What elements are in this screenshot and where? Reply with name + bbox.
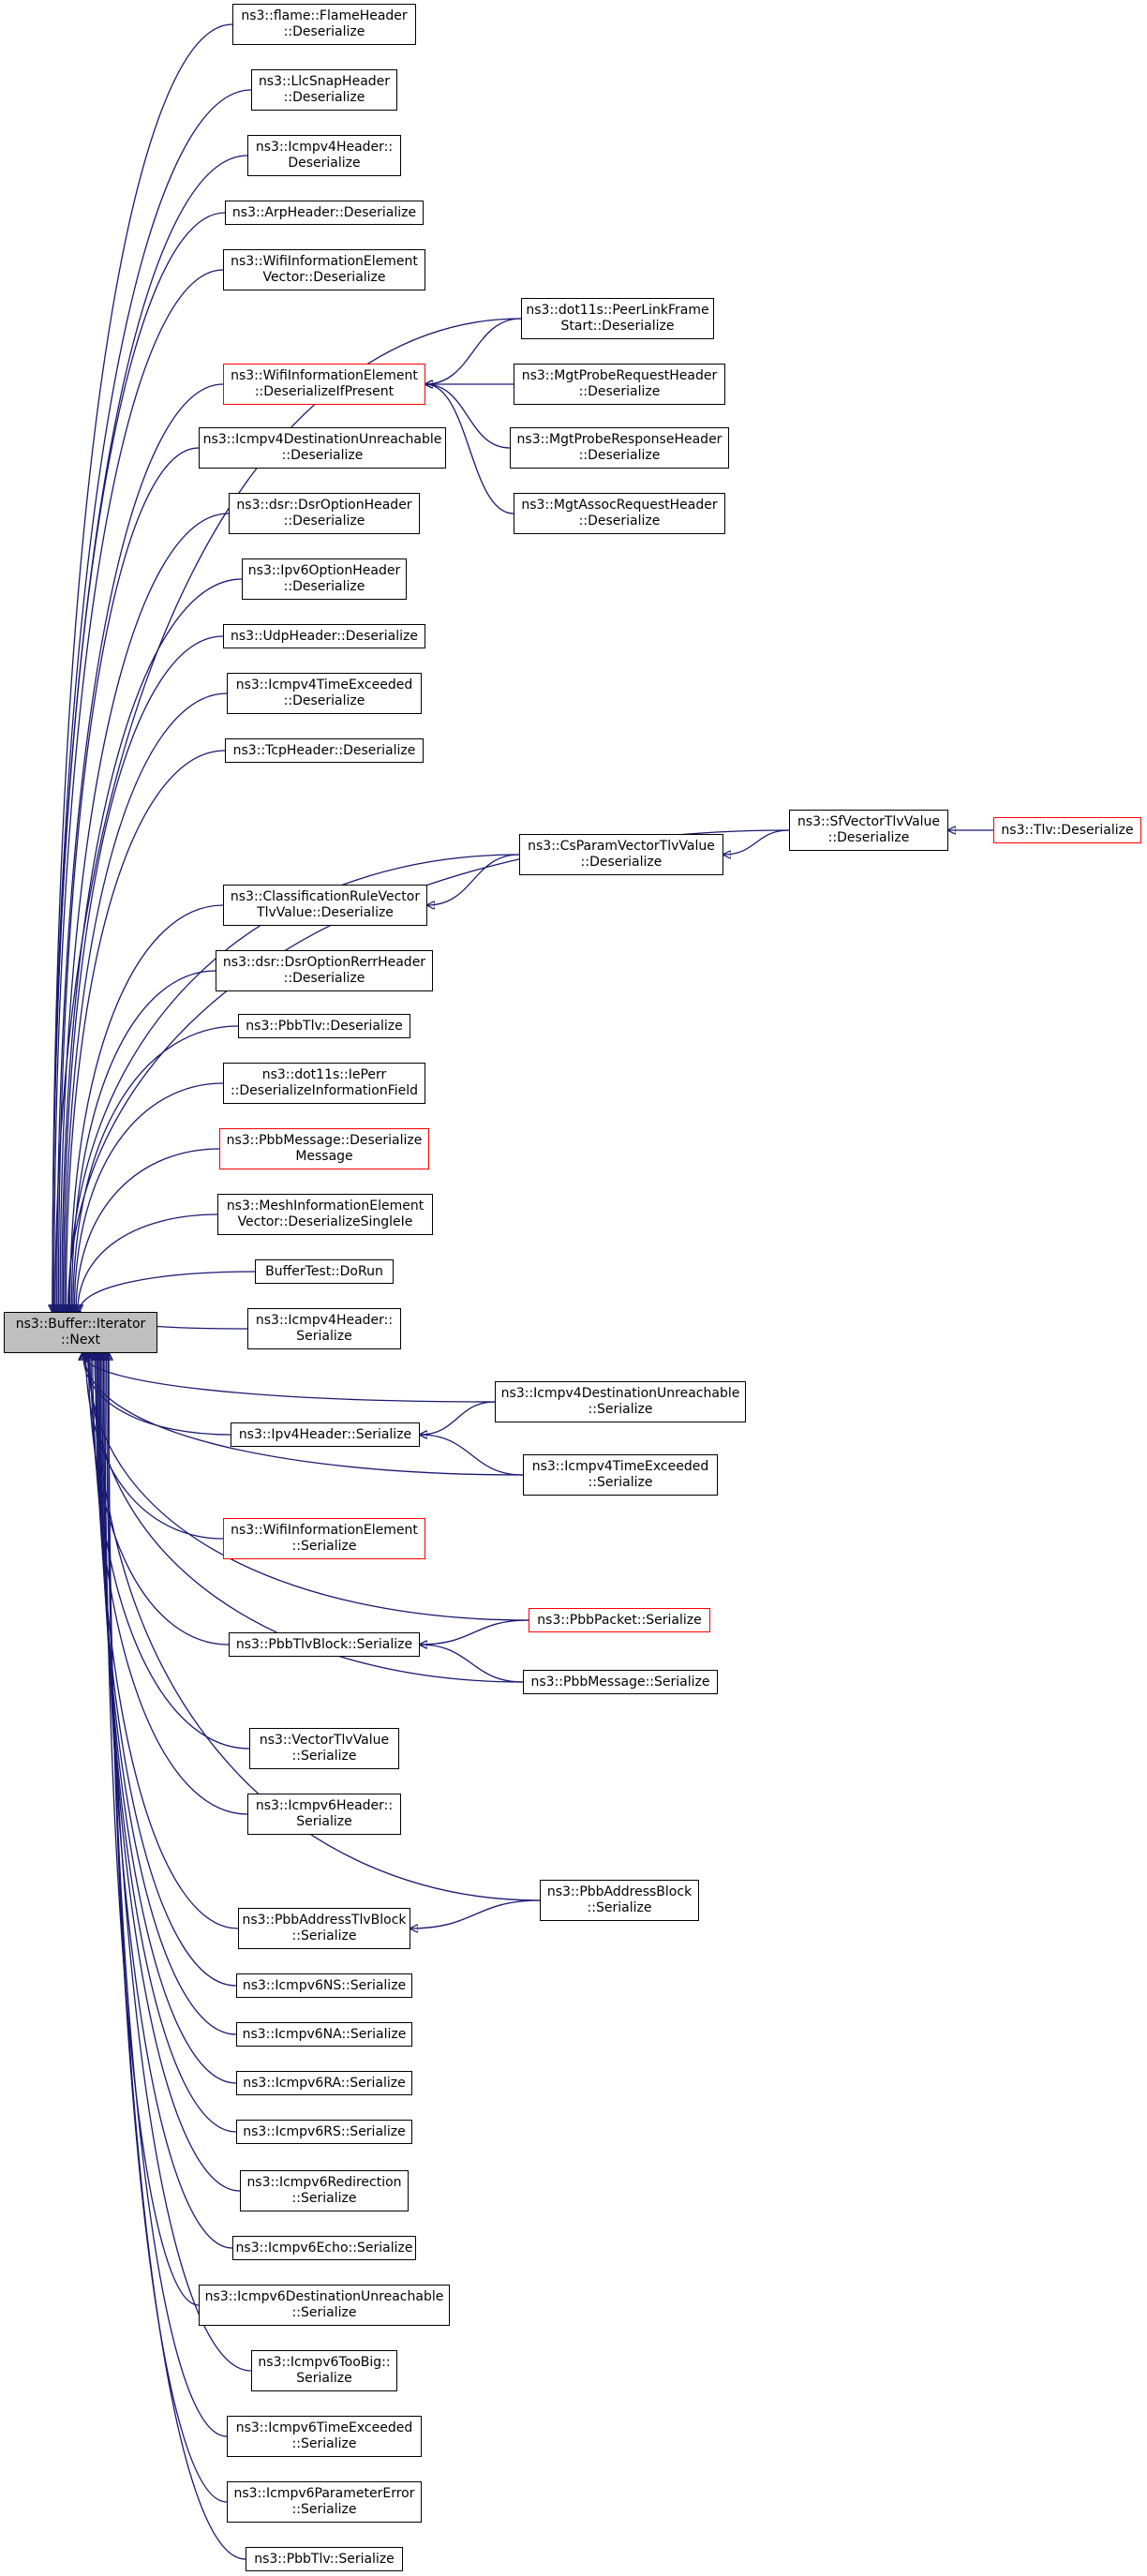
edge-icmpv6h-s-to-root <box>93 1353 248 1815</box>
edge-pbbtlv-s-to-root <box>109 1353 246 2560</box>
edge-ieperr-to-root <box>74 1082 224 1312</box>
node-ra[interactable]: ns3::Icmpv6RA::Serialize <box>236 2071 412 2095</box>
node-icmpv6h-s[interactable]: ns3::Icmpv6Header:: Serialize <box>247 1794 401 1835</box>
edge-toobig-to-root <box>107 1353 252 2372</box>
edge-arp-to-root <box>52 212 226 1312</box>
edge-icmpv4te-s-to-root <box>84 1353 524 1476</box>
node-pbbaddrblock[interactable]: ns3::PbbAddressBlock ::Serialize <box>540 1880 699 1921</box>
node-icmpv6du[interactable]: ns3::Icmpv6DestinationUnreachable ::Seri… <box>199 2285 450 2326</box>
node-pbbmsg-s[interactable]: ns3::PbbMessage::Serialize <box>523 1670 718 1694</box>
edge-peerlink-to-wie-dip <box>425 318 522 384</box>
edge-assocreq-to-wie-dip <box>425 384 514 514</box>
node-wie-dip[interactable]: ns3::WifiInformationElement ::Deserializ… <box>223 364 425 405</box>
node-dsrrerr[interactable]: ns3::dsr::DsrOptionRerrHeader ::Deserial… <box>216 950 433 991</box>
node-pbbtlv-d[interactable]: ns3::PbbTlv::Deserialize <box>238 1014 410 1038</box>
edge-icmpv4du-d-to-root <box>58 447 200 1312</box>
node-wievec[interactable]: ns3::WifiInformationElement Vector::Dese… <box>223 249 425 290</box>
edge-sfvec-to-csparam <box>723 829 790 855</box>
node-ieperr[interactable]: ns3::dot11s::IePerr ::DeserializeInforma… <box>223 1063 425 1104</box>
node-csparam[interactable]: ns3::CsParamVectorTlvValue ::Deserialize <box>519 834 723 875</box>
node-wie-s[interactable]: ns3::WifiInformationElement ::Serialize <box>223 1518 425 1559</box>
edge-pbbpacket-to-pbbtlvblock <box>420 1619 529 1645</box>
edge-proberesp-to-wie-dip <box>425 384 511 449</box>
edge-na-to-root <box>98 1353 237 2035</box>
node-pbbaddrtlv[interactable]: ns3::PbbAddressTlvBlock ::Serialize <box>238 1908 410 1949</box>
node-root-buffer-iterator-next: ns3::Buffer::Iterator ::Next <box>4 1312 157 1353</box>
edge-pbbmsg-s-to-pbbtlvblock <box>420 1645 524 1683</box>
edge-pbbaddrblock-to-pbbaddrtlv <box>410 1899 541 1928</box>
edge-pbbmsg-d-to-root <box>76 1148 220 1312</box>
node-rs[interactable]: ns3::Icmpv6RS::Serialize <box>236 2120 412 2144</box>
node-na[interactable]: ns3::Icmpv6NA::Serialize <box>236 2022 412 2047</box>
node-ns[interactable]: ns3::Icmpv6NS::Serialize <box>236 1973 412 1998</box>
node-crv[interactable]: ns3::ClassificationRuleVector TlvValue::… <box>223 885 427 926</box>
node-peerlink[interactable]: ns3::dot11s::PeerLinkFrame Start::Deseri… <box>521 298 714 339</box>
node-arp[interactable]: ns3::ArpHeader::Deserialize <box>225 201 424 225</box>
node-flame[interactable]: ns3::flame::FlameHeader ::Deserialize <box>232 4 416 45</box>
node-pbbtlvblock[interactable]: ns3::PbbTlvBlock::Serialize <box>229 1632 420 1657</box>
node-redir[interactable]: ns3::Icmpv6Redirection ::Serialize <box>240 2170 409 2211</box>
edge-crv-to-root <box>70 904 224 1312</box>
node-udp[interactable]: ns3::UdpHeader::Deserialize <box>223 624 425 648</box>
node-pbbpacket[interactable]: ns3::PbbPacket::Serialize <box>529 1608 710 1632</box>
edge-wie-s-to-root <box>86 1353 224 1540</box>
node-pbbmsg-d[interactable]: ns3::PbbMessage::Deserialize Message <box>219 1128 429 1169</box>
edge-tcp-to-root <box>66 750 226 1312</box>
edge-flame-to-root <box>52 23 233 1312</box>
edge-wie-dip-to-root <box>57 383 224 1312</box>
node-toobig[interactable]: ns3::Icmpv6TooBig:: Serialize <box>251 2350 397 2391</box>
node-mie[interactable]: ns3::MeshInformationElement Vector::Dese… <box>217 1194 433 1235</box>
edge-sfvec-to-root <box>68 829 790 1312</box>
node-icmpv4h-s[interactable]: ns3::Icmpv4Header:: Serialize <box>247 1308 401 1349</box>
node-icmpv4h-d[interactable]: ns3::Icmpv4Header:: Deserialize <box>247 135 401 176</box>
edge-dsrrerr-to-root <box>71 970 216 1312</box>
node-icmpv4du-d[interactable]: ns3::Icmpv4DestinationUnreachable ::Dese… <box>199 427 446 469</box>
edge-pbbaddrtlv-to-root <box>96 1353 239 1929</box>
node-icmpv4du-s[interactable]: ns3::Icmpv4DestinationUnreachable ::Seri… <box>495 1381 746 1422</box>
node-tlv[interactable]: ns3::Tlv::Deserialize <box>993 817 1141 843</box>
node-icmpv4te-s[interactable]: ns3::Icmpv4TimeExceeded ::Serialize <box>523 1454 718 1496</box>
edge-mie-to-root <box>78 1214 218 1312</box>
edge-wievec-to-root <box>54 269 224 1312</box>
node-icmpv6te[interactable]: ns3::Icmpv6TimeExceeded ::Serialize <box>227 2416 422 2457</box>
node-icmpv4te-d[interactable]: ns3::Icmpv4TimeExceeded ::Deserialize <box>227 673 422 714</box>
edge-icmpv4du-s-to-root <box>82 1353 496 1403</box>
edge-ipv6opt-to-root <box>62 578 243 1312</box>
edge-pbbpacket-to-root <box>88 1353 529 1621</box>
edge-ra-to-root <box>99 1353 237 2084</box>
edge-udp-to-root <box>63 635 224 1312</box>
edge-dsropt-to-root <box>60 513 230 1312</box>
edge-buffertest-to-root <box>79 1271 256 1312</box>
node-tcp[interactable]: ns3::TcpHeader::Deserialize <box>225 738 424 763</box>
node-vectlv[interactable]: ns3::VectorTlvValue ::Serialize <box>249 1728 399 1769</box>
node-paramerr[interactable]: ns3::Icmpv6ParameterError ::Serialize <box>227 2481 422 2523</box>
edge-pbbtlvblock-to-root <box>88 1353 230 1645</box>
edge-pbbtlv-d-to-root <box>73 1025 239 1312</box>
node-buffertest[interactable]: BufferTest::DoRun <box>255 1259 394 1284</box>
node-dsropt[interactable]: ns3::dsr::DsrOptionHeader ::Deserialize <box>229 493 420 534</box>
node-proberesp[interactable]: ns3::MgtProbeResponseHeader ::Deserializ… <box>510 427 729 469</box>
edge-icmpv4te-s-to-ipv4h-s <box>420 1435 524 1476</box>
edge-icmpv4du-s-to-ipv4h-s <box>420 1401 496 1435</box>
node-ipv4h-s[interactable]: ns3::Ipv4Header::Serialize <box>231 1422 420 1447</box>
edge-icmpv4te-d-to-root <box>65 692 228 1312</box>
node-assocreq[interactable]: ns3::MgtAssocRequestHeader ::Deserialize <box>514 493 725 534</box>
edge-ns-to-root <box>97 1353 237 1987</box>
node-llc[interactable]: ns3::LlcSnapHeader ::Deserialize <box>251 69 397 111</box>
edge-csparam-to-crv <box>427 854 520 905</box>
node-probereq[interactable]: ns3::MgtProbeRequestHeader ::Deserialize <box>514 364 725 405</box>
edge-rs-to-root <box>100 1353 237 2133</box>
edge-peerlink-to-root <box>55 318 522 1312</box>
node-sfvec[interactable]: ns3::SfVectorTlvValue ::Deserialize <box>789 810 948 851</box>
node-echo[interactable]: ns3::Icmpv6Echo::Serialize <box>232 2236 416 2260</box>
node-pbbtlv-s[interactable]: ns3::PbbTlv::Serialize <box>246 2547 403 2571</box>
node-ipv6opt[interactable]: ns3::Ipv6OptionHeader ::Deserialize <box>242 558 407 600</box>
